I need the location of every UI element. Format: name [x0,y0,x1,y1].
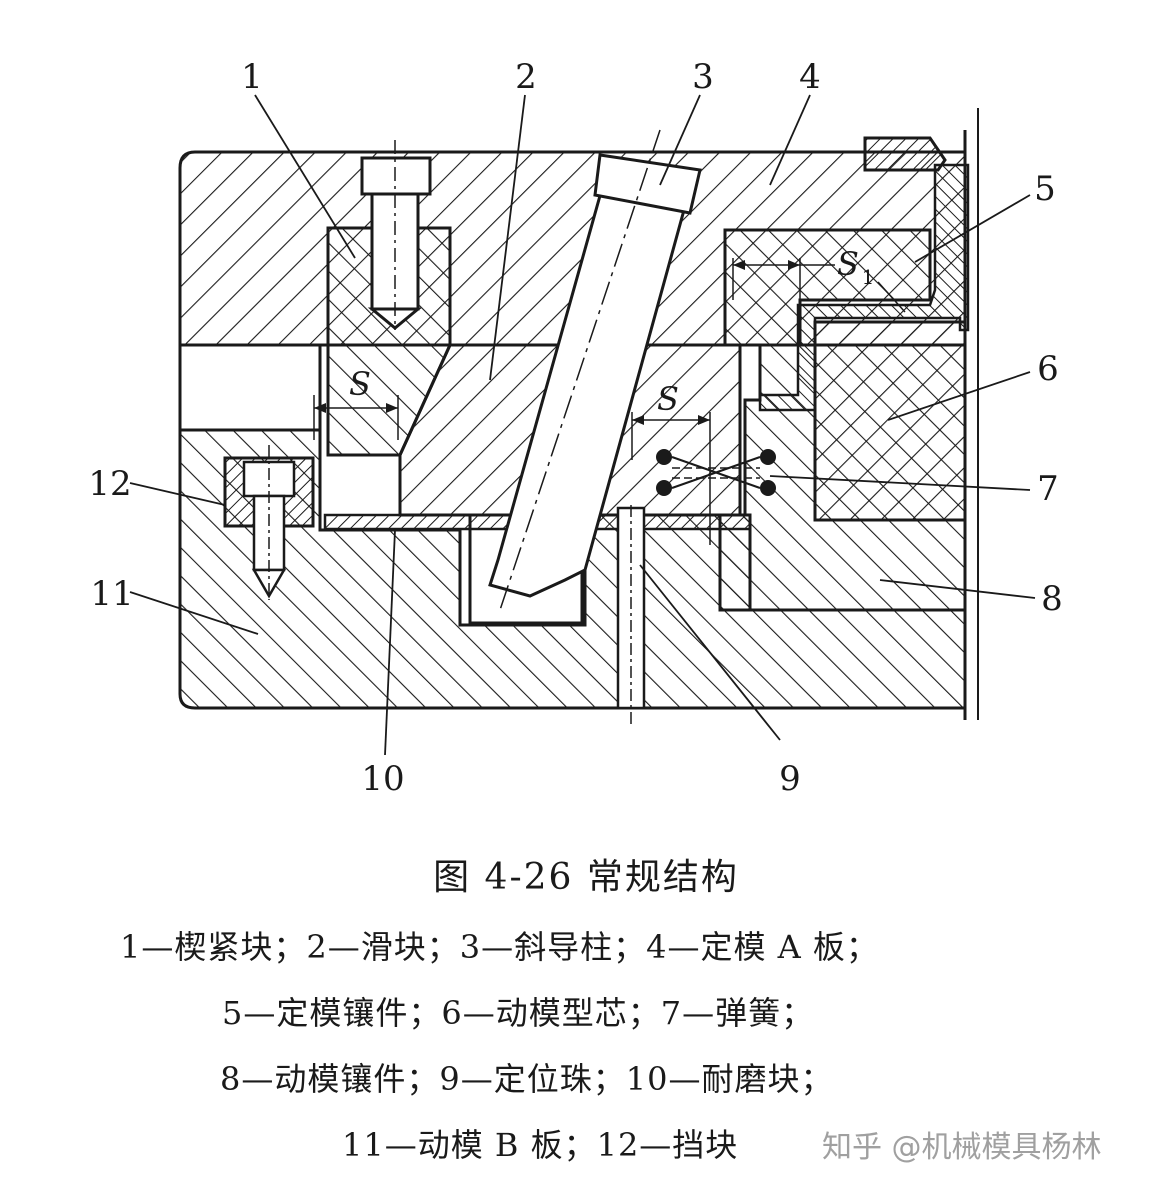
legend-line: 8—动模镶件；9—定位珠；10—耐磨块； [220,1060,834,1098]
svg-text:S: S [837,245,859,283]
dimension-s-left: S [313,365,399,440]
ball-plunger [616,505,646,725]
bolt-upper [360,140,432,330]
label-6: 6 [1037,349,1059,389]
legend-line: 1—楔紧块；2—滑块；3—斜导柱；4—定模 A 板； [120,928,879,966]
label-10: 10 [361,759,404,799]
angle-pin [488,129,702,611]
springs [656,449,776,496]
label-7: 7 [1037,469,1059,509]
label-2: 2 [515,57,537,97]
svg-text:S: S [657,380,679,418]
label-4: 4 [799,57,821,97]
plate-gap [178,343,322,432]
svg-text:S: S [349,365,371,403]
dimension-s-right: S [631,380,711,545]
label-1: 1 [241,57,263,97]
figure-title: 图 4-26 常规结构 [433,857,739,898]
watermark: 知乎 @机械模具杨林 [822,1130,1102,1165]
label-9: 9 [779,759,801,799]
leader-lines [129,94,1036,756]
molded-part [758,136,970,412]
dimension-s1: S 1 [732,245,906,313]
svg-text:1: 1 [862,265,875,289]
legend-line: 5—定模镶件；6—动模型芯；7—弹簧； [222,994,815,1032]
label-3: 3 [692,57,714,97]
b-plate [178,428,967,710]
label-11: 11 [90,574,133,614]
label-5: 5 [1034,169,1056,209]
label-8: 8 [1041,579,1063,619]
legend-line: 11—动模 B 板；12—挡块 [342,1126,739,1164]
moving-core [813,320,967,522]
label-12: 12 [88,464,131,504]
stop-block [223,445,315,600]
